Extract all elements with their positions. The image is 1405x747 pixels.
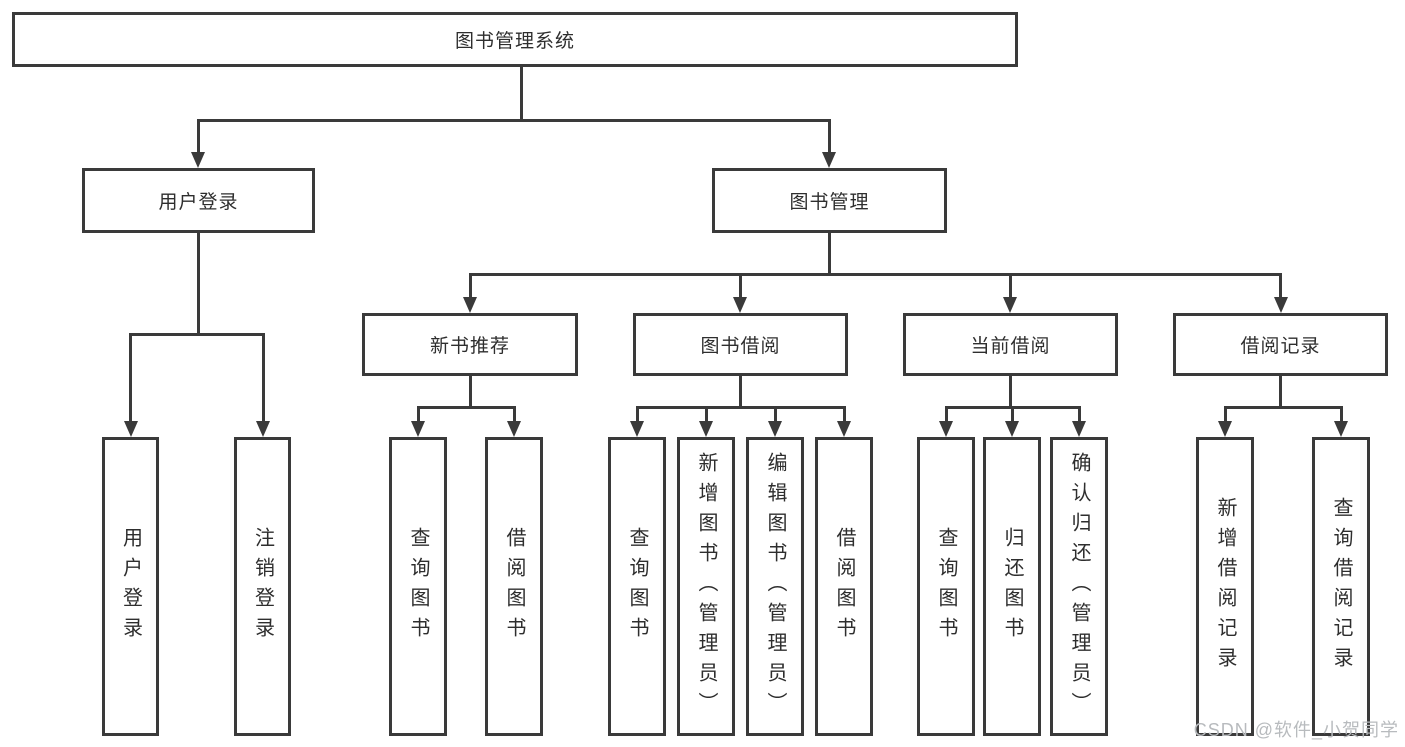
node-user-login: 用户登录 xyxy=(82,168,315,233)
connector-to-book-management xyxy=(828,119,831,152)
node-book-management: 图书管理 xyxy=(712,168,947,233)
arrow-down-icon xyxy=(411,421,425,437)
connector-to-user-login xyxy=(197,119,200,152)
node-borrow-records: 借阅记录 xyxy=(1173,313,1388,376)
leaf-return-books: 归还图书 xyxy=(983,437,1041,736)
leaf-query-borrow-record: 查询借阅记录 xyxy=(1312,437,1370,736)
connector-to-book-borrow xyxy=(739,273,742,297)
arrow-down-icon xyxy=(837,421,851,437)
connector-root-stem xyxy=(520,67,523,119)
arrow-down-icon xyxy=(1334,421,1348,437)
arrow-down-icon xyxy=(733,297,747,313)
connector-to-leaf-logout xyxy=(262,333,265,422)
connector-to-new-book-recommend xyxy=(469,273,472,297)
leaf-borrow-books-recommend: 借阅图书 xyxy=(485,437,543,736)
arrow-down-icon xyxy=(463,297,477,313)
leaf-add-books-admin-label: 新增图书（管理员） xyxy=(695,451,717,722)
node-current-borrow: 当前借阅 xyxy=(903,313,1118,376)
arrow-down-icon xyxy=(1003,297,1017,313)
connector-to-leaf xyxy=(945,406,948,422)
node-borrow-records-label: 借阅记录 xyxy=(1240,336,1321,357)
connector-book-borrow-stem xyxy=(739,376,742,406)
csdn-watermark: CSDN @软件_小贺同学 xyxy=(1193,720,1399,740)
connector-borrow-records-stem xyxy=(1279,376,1282,406)
connector-user-login-spread xyxy=(129,333,265,336)
arrow-down-icon xyxy=(1218,421,1232,437)
connector-to-current-borrow xyxy=(1009,273,1012,297)
leaf-return-books-label: 归还图书 xyxy=(1001,526,1023,647)
node-current-borrow-label: 当前借阅 xyxy=(970,336,1051,357)
arrow-down-icon xyxy=(768,421,782,437)
leaf-query-books-recommend: 查询图书 xyxy=(389,437,447,736)
connector-new-book-stem xyxy=(469,376,472,406)
arrow-down-icon xyxy=(256,421,270,437)
leaf-query-books-borrow-label: 查询图书 xyxy=(626,526,648,647)
node-new-book-recommend: 新书推荐 xyxy=(362,313,578,376)
leaf-query-books-borrow: 查询图书 xyxy=(608,437,666,736)
node-new-book-recommend-label: 新书推荐 xyxy=(429,336,510,357)
leaf-confirm-return-admin: 确认归还（管理员） xyxy=(1050,437,1108,736)
connector-user-login-stem xyxy=(197,233,200,333)
leaf-logout-label: 注销登录 xyxy=(251,526,274,647)
leaf-borrow-books: 借阅图书 xyxy=(815,437,873,736)
connector-book-borrow-spread xyxy=(636,406,846,409)
leaf-query-books-current: 查询图书 xyxy=(917,437,975,736)
leaf-logout: 注销登录 xyxy=(234,437,291,736)
arrow-down-icon xyxy=(1072,421,1086,437)
arrow-down-icon xyxy=(1274,297,1288,313)
connector-to-leaf xyxy=(1340,406,1343,422)
leaf-edit-books-admin: 编辑图书（管理员） xyxy=(746,437,804,736)
leaf-confirm-return-admin-label: 确认归还（管理员） xyxy=(1068,451,1090,722)
connector-level3-spread xyxy=(469,273,1282,276)
connector-book-management-stem xyxy=(828,233,831,273)
leaf-edit-books-admin-label: 编辑图书（管理员） xyxy=(764,451,786,722)
leaf-add-borrow-record: 新增借阅记录 xyxy=(1196,437,1254,736)
node-book-borrow-label: 图书借阅 xyxy=(700,336,781,357)
connector-borrow-records-spread xyxy=(1224,406,1343,409)
leaf-add-borrow-record-label: 新增借阅记录 xyxy=(1214,496,1236,677)
connector-to-leaf xyxy=(774,406,777,422)
leaf-user-login-label: 用户登录 xyxy=(119,526,142,647)
leaf-add-books-admin: 新增图书（管理员） xyxy=(677,437,735,736)
connector-to-leaf xyxy=(705,406,708,422)
arrow-down-icon xyxy=(699,421,713,437)
connector-new-book-spread xyxy=(417,406,516,409)
arrow-down-icon xyxy=(507,421,521,437)
node-user-login-label: 用户登录 xyxy=(158,192,239,213)
node-book-management-label: 图书管理 xyxy=(789,192,870,213)
leaf-borrow-books-recommend-label: 借阅图书 xyxy=(503,526,525,647)
node-root: 图书管理系统 xyxy=(12,12,1018,67)
leaf-query-borrow-record-label: 查询借阅记录 xyxy=(1330,496,1352,677)
leaf-query-books-current-label: 查询图书 xyxy=(935,526,957,647)
connector-current-borrow-stem xyxy=(1009,376,1012,406)
connector-to-leaf xyxy=(1011,406,1014,422)
connector-to-leaf xyxy=(1224,406,1227,422)
node-book-borrow: 图书借阅 xyxy=(633,313,848,376)
connector-to-leaf xyxy=(843,406,846,422)
arrow-down-icon xyxy=(124,421,138,437)
arrow-down-icon xyxy=(822,152,836,168)
connector-to-leaf xyxy=(1078,406,1081,422)
connector-to-leaf-user-login xyxy=(129,333,132,422)
arrow-down-icon xyxy=(191,152,205,168)
leaf-borrow-books-label: 借阅图书 xyxy=(833,526,855,647)
connector-level2-spread xyxy=(197,119,831,122)
node-root-label: 图书管理系统 xyxy=(454,31,575,52)
arrow-down-icon xyxy=(630,421,644,437)
connector-to-leaf xyxy=(417,406,420,422)
arrow-down-icon xyxy=(1005,421,1019,437)
leaf-user-login: 用户登录 xyxy=(102,437,159,736)
connector-to-leaf xyxy=(636,406,639,422)
connector-to-leaf xyxy=(513,406,516,422)
arrow-down-icon xyxy=(939,421,953,437)
leaf-query-books-recommend-label: 查询图书 xyxy=(407,526,429,647)
connector-to-borrow-records xyxy=(1279,273,1282,297)
